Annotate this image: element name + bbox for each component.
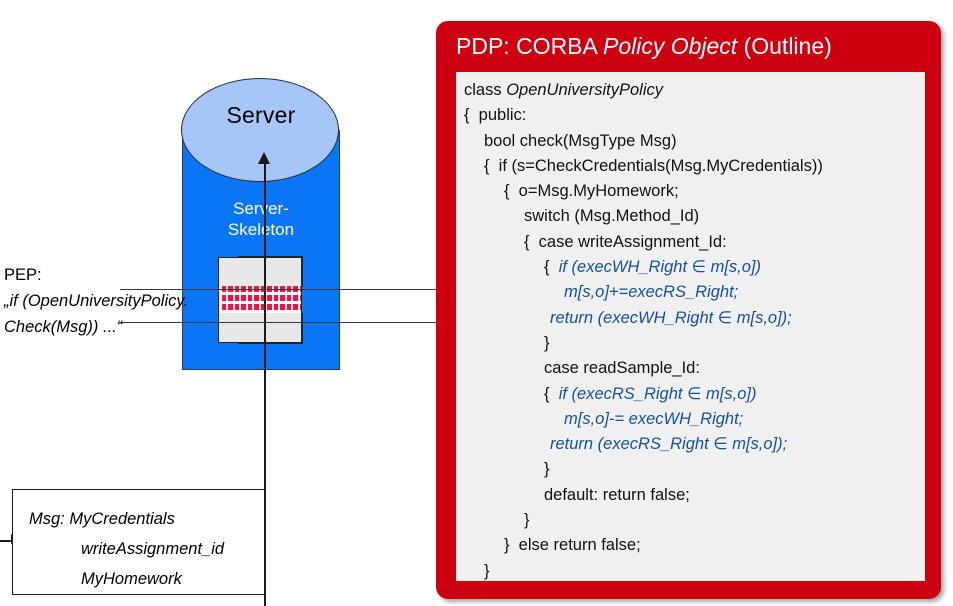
server-label: Server xyxy=(226,102,296,128)
pdp-title-plain1: PDP: CORBA xyxy=(456,33,603,59)
code-line-18: } else return false; xyxy=(504,536,641,555)
code-line-16: default: return false; xyxy=(544,485,690,504)
code-line-19: } xyxy=(484,561,490,580)
pep-pdp-connector-top xyxy=(120,289,475,291)
msg-field-1: writeAssignment_id xyxy=(81,540,225,558)
pdp-panel: PDP: CORBA Policy Object (Outline) class… xyxy=(436,21,941,599)
code-brace: { xyxy=(544,258,559,277)
code-line-3: { if (s=CheckCredentials(Msg.MyCredentia… xyxy=(484,156,823,175)
code-line-17: } xyxy=(524,511,530,530)
code-policy-expression: m[s,o]+=execRS_Right; xyxy=(564,283,739,302)
msg-field-2: MyHomework xyxy=(81,570,182,588)
server-skeleton-label-line1: Server- xyxy=(233,199,289,218)
code-line-11: case readSample_Id: xyxy=(544,359,700,378)
pdp-panel-title: PDP: CORBA Policy Object (Outline) xyxy=(456,33,832,60)
pep-code-line2: Check(Msg)) ...“ xyxy=(4,318,123,336)
code-line-10: } xyxy=(544,333,550,352)
code-class-name: OpenUniversityPolicy xyxy=(506,81,663,99)
code-policy-expression: if (execWH_Right ∈ m[s,o]) xyxy=(558,258,762,277)
pep-pdp-connector-bottom xyxy=(120,322,475,324)
msg-box-content: Msg: MyCredentials writeAssignment_id My… xyxy=(29,504,224,594)
code-line-15: } xyxy=(544,460,550,479)
code-line-9: return (execWH_Right ∈ m[s,o]); xyxy=(464,306,823,331)
pdp-title-plain2: (Outline) xyxy=(737,33,832,59)
code-line-4: { o=Msg.MyHomework; xyxy=(504,182,679,201)
pdp-title-italic: Policy Object xyxy=(602,33,738,59)
msg-field-0: MyCredentials xyxy=(69,510,175,528)
code-line-12: { if (execRS_Right ∈ m[s,o]) xyxy=(464,382,823,407)
code-line-6: { case writeAssignment_Id: xyxy=(524,232,727,251)
code-line-8: m[s,o]+=execRS_Right; xyxy=(464,280,823,305)
code-line-5: switch (Msg.Method_Id) xyxy=(524,207,700,226)
code-line-1: { public: xyxy=(464,106,527,125)
pep-code-line1: „if (OpenUniversityPolicy. xyxy=(4,292,188,310)
request-flow-arrowhead xyxy=(258,152,270,164)
code-line-13: m[s,o]-= execWH_Right; xyxy=(464,407,823,432)
server-skeleton-label: Server- Skeleton xyxy=(182,198,340,240)
code-line-0: class OpenUniversityPolicy xyxy=(464,78,823,103)
code-line-2: bool check(MsgType Msg) xyxy=(484,131,677,150)
msg-box: Msg: MyCredentials writeAssignment_id My… xyxy=(12,489,265,595)
code-brace: { xyxy=(544,384,559,403)
code-policy-expression: return (execRS_Right ∈ m[s,o]); xyxy=(550,435,788,454)
server-skeleton-label-line2: Skeleton xyxy=(227,220,295,239)
msg-box-label: Msg: xyxy=(29,510,65,528)
code-policy-expression: if (execRS_Right ∈ m[s,o]) xyxy=(558,384,757,403)
policy-code-listing: class OpenUniversityPolicy { public: bool … xyxy=(464,78,823,581)
code-line-14: return (execRS_Right ∈ m[s,o]); xyxy=(464,432,823,457)
code-policy-expression: m[s,o]-= execWH_Right; xyxy=(564,409,744,428)
request-flow-line xyxy=(264,158,266,606)
msg-inbound-line xyxy=(0,540,14,542)
pep-annotation: PEP: „if (OpenUniversityPolicy. Check(Ms… xyxy=(4,262,244,340)
pdp-code-panel: class OpenUniversityPolicy { public: bool … xyxy=(456,72,925,581)
pep-title: PEP: xyxy=(4,266,42,284)
code-policy-expression: return (execWH_Right ∈ m[s,o]); xyxy=(550,308,792,327)
code-line-7: { if (execWH_Right ∈ m[s,o]) xyxy=(464,255,823,280)
code-keyword: class xyxy=(464,81,507,99)
server-cylinder-top xyxy=(181,78,339,182)
